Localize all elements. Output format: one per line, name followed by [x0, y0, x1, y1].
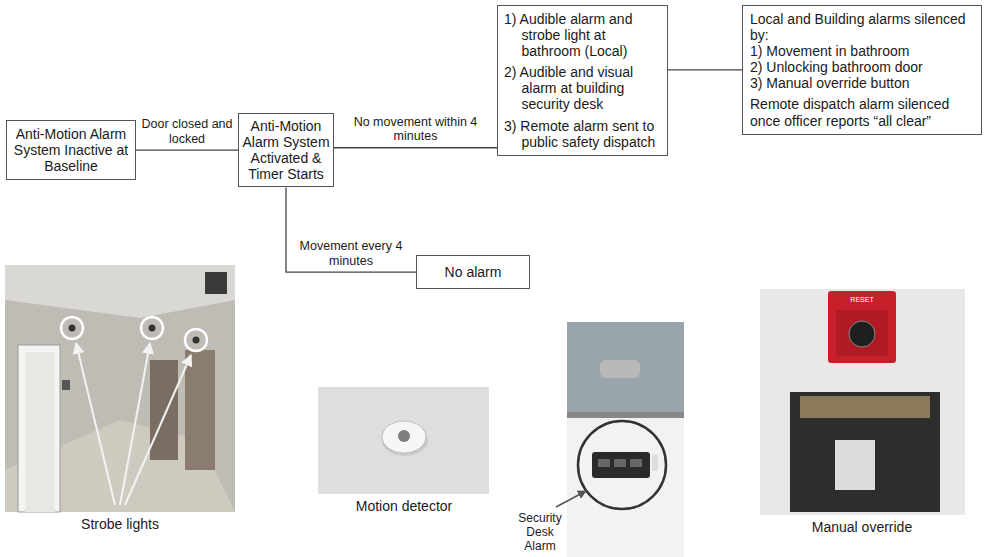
process-box: 1) Audible alarm and strobe light at bat…: [497, 5, 668, 156]
manual-override-photo: [760, 289, 965, 515]
node-text: No alarm: [425, 264, 521, 280]
node-text: 3) Remote alarm sent to public safety di…: [504, 118, 661, 150]
process-box: Anti-Motion Alarm System Inactive at Bas…: [6, 120, 136, 180]
node-text: Anti-Motion Alarm System Inactive at Bas…: [12, 126, 130, 174]
caption-label: Strobe lights: [45, 516, 195, 532]
caption-label: RESET: [842, 296, 882, 304]
process-box: Local and Building alarms silenced by:1)…: [742, 5, 982, 135]
connector-line: [136, 149, 238, 150]
edge-label: Door closed and locked: [140, 117, 235, 146]
node-text: 3) Manual override button: [750, 75, 974, 91]
caption-label: Manual override: [777, 519, 947, 535]
edge-label: No movement within 4 minutes: [341, 115, 491, 144]
node-text: Anti-Motion Alarm System Activated & Tim…: [242, 118, 330, 182]
node-text: Remote dispatch alarm silenced once offi…: [750, 96, 974, 128]
node-text: Local and Building alarms silenced by:: [750, 11, 974, 43]
node-text: 2) Audible and visual alarm at building …: [504, 64, 661, 112]
security-desk-photo: [556, 322, 684, 557]
strobe-photo: [5, 265, 235, 512]
node-text: 1) Audible alarm and strobe light at bat…: [504, 11, 661, 59]
connector-line: [286, 187, 416, 272]
connector-line: [668, 69, 742, 70]
process-box: Anti-Motion Alarm System Activated & Tim…: [238, 113, 334, 187]
caption-label: Motion detector: [329, 498, 479, 514]
edge-label: Movement every 4 minutes: [291, 239, 411, 268]
node-text: 2) Unlocking bathroom door: [750, 59, 974, 75]
motion-detector-photo: [318, 387, 489, 494]
process-box: No alarm: [416, 255, 530, 289]
caption-label: Security Desk Alarm: [514, 512, 566, 553]
node-text: 1) Movement in bathroom: [750, 43, 974, 59]
connector-line: [334, 147, 497, 148]
